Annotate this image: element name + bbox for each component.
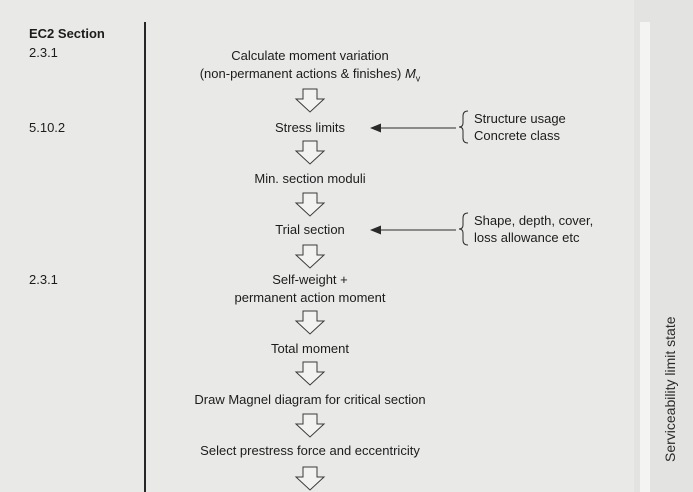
input-arrow-icon	[370, 121, 456, 133]
input-shape-depth-cover: Shape, depth, cover, loss allowance etc	[474, 213, 594, 245]
flow-step-stress-limits: Stress limits	[160, 119, 460, 137]
serviceability-limit-state-label: Serviceability limit state	[662, 316, 678, 463]
step-text: Min. section moduli	[254, 171, 366, 186]
flow-arrow-icon	[294, 244, 326, 269]
flow-step-moment-variation: Calculate moment variation (non-permanen…	[160, 47, 460, 88]
step-text: Total moment	[270, 341, 350, 356]
flow-arrow-icon	[294, 88, 326, 113]
flow-arrow-icon	[294, 310, 326, 335]
divider-line	[144, 22, 146, 492]
step-text: (non-permanent actions & finishes) Mv	[199, 66, 421, 84]
moment-symbol: M	[404, 66, 416, 81]
flow-step-trial-section: Trial section	[160, 221, 460, 239]
moment-subscript: v	[415, 73, 421, 84]
section-ref: 2.3.1	[29, 272, 58, 287]
flow-arrow-icon	[294, 361, 326, 386]
step-text: Calculate moment variation	[231, 48, 389, 63]
side-rule	[640, 22, 650, 492]
input-arrow-icon	[370, 223, 456, 235]
flow-step-magnel-diagram: Draw Magnel diagram for critical section	[160, 391, 460, 409]
flow-arrow-icon	[294, 192, 326, 217]
section-ref: 5.10.2	[29, 120, 66, 135]
input-structure-usage: Structure usage Concrete class	[474, 111, 566, 143]
flow-arrow-icon	[294, 466, 326, 491]
flow-step-total-moment: Total moment	[160, 340, 460, 358]
step-text: Self-weight +	[272, 272, 348, 287]
flow-step-prestress-force: Select prestress force and eccentricity	[160, 442, 460, 460]
step-text: Draw Magnel diagram for critical section	[194, 392, 426, 407]
step-text: Trial section	[275, 222, 345, 237]
flow-step-self-weight: Self-weight + permanent action moment	[160, 271, 460, 307]
step-text: Stress limits	[274, 120, 346, 135]
section-header: EC2 Section	[29, 26, 105, 41]
flow-arrow-icon	[294, 140, 326, 165]
step-text: permanent action moment	[234, 290, 386, 305]
section-ref: 2.3.1	[29, 45, 58, 60]
brace-icon	[458, 110, 470, 144]
brace-icon	[458, 212, 470, 246]
step-text: Select prestress force and eccentricity	[200, 443, 420, 458]
flow-arrow-icon	[294, 413, 326, 438]
flow-step-min-section-moduli: Min. section moduli	[160, 170, 460, 188]
